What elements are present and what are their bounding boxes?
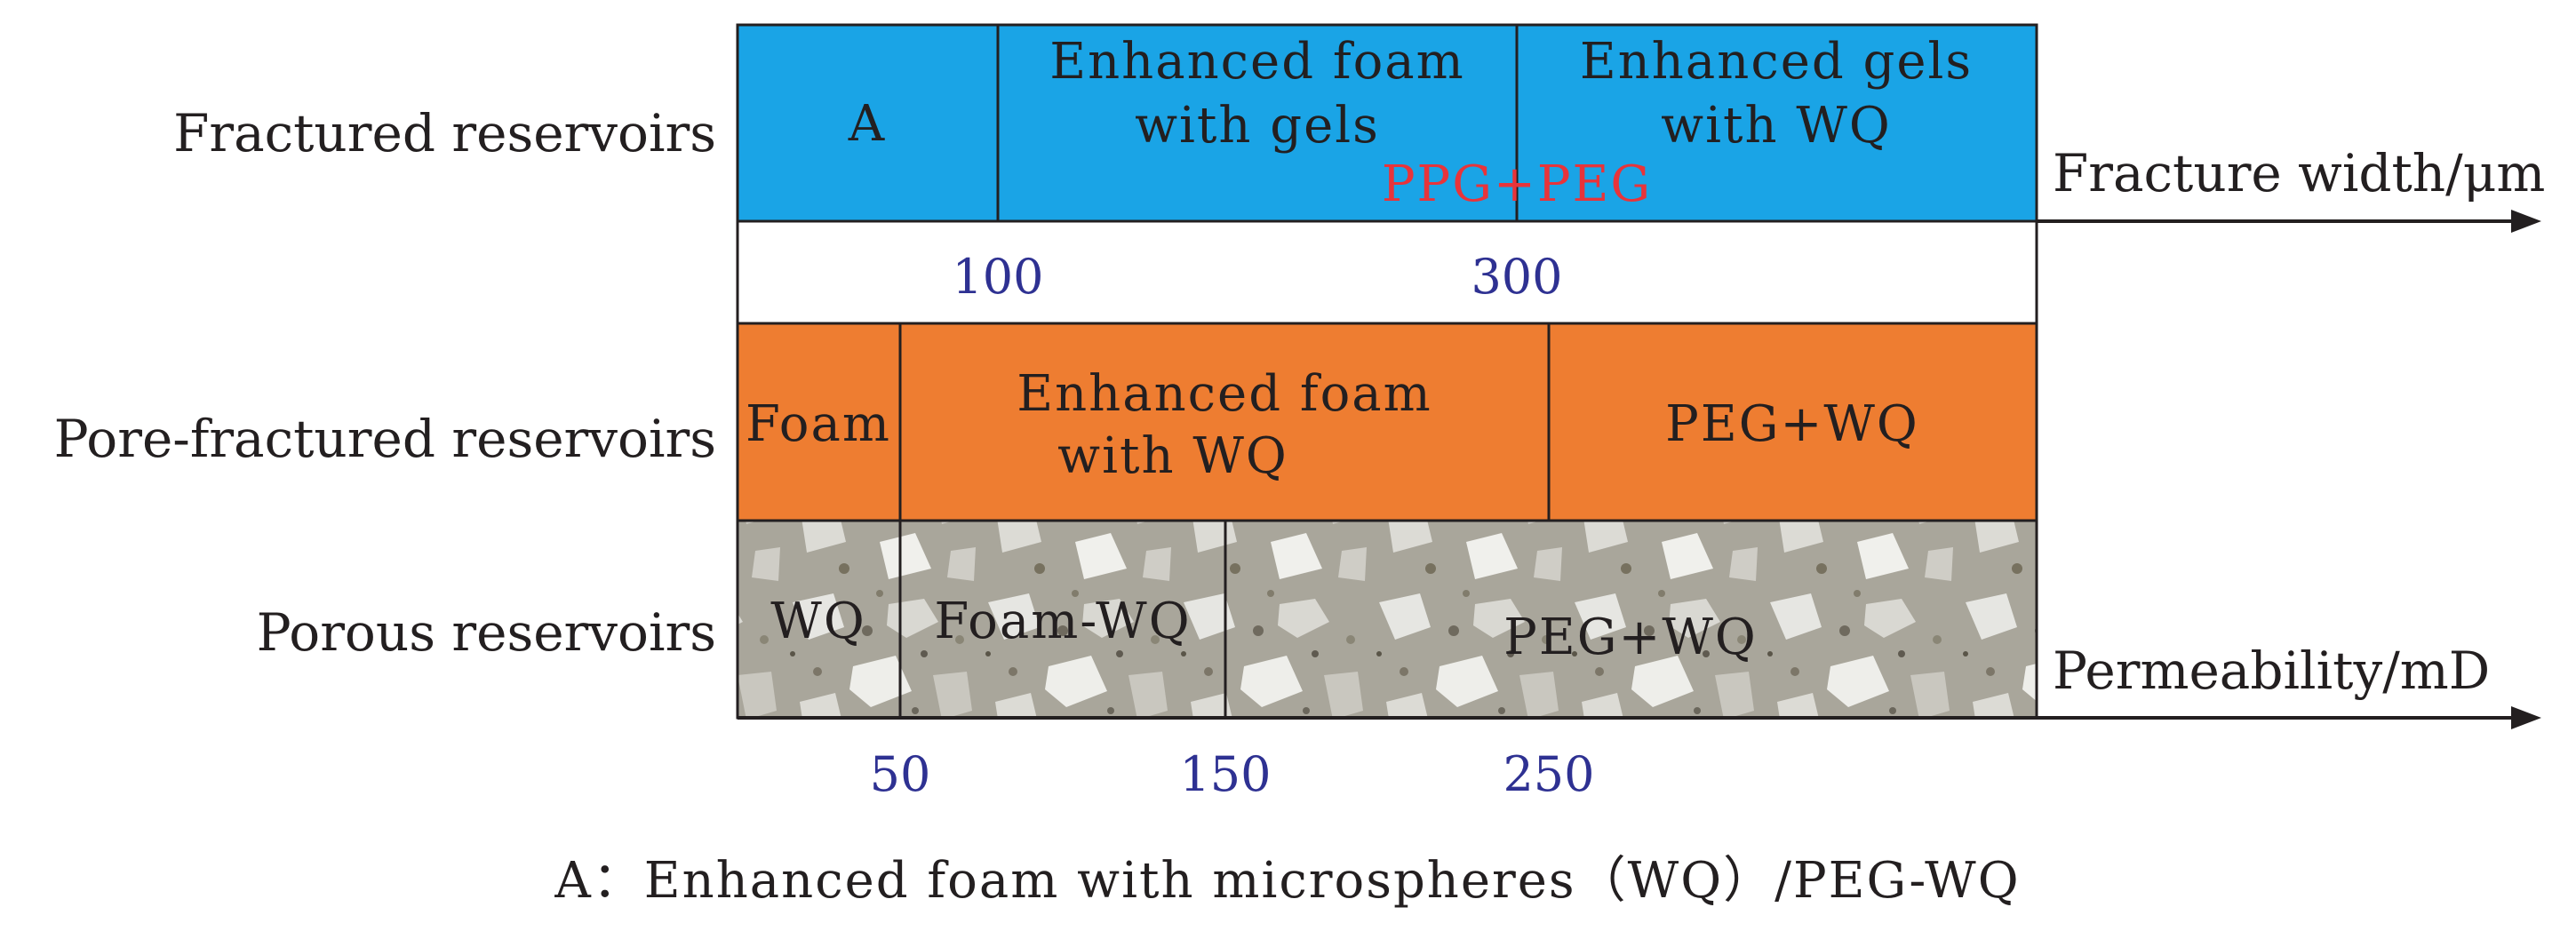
axis-arrow-icon: [2511, 706, 2541, 729]
fracture-axis-label: Fracture width/μm: [2053, 143, 2545, 203]
porous-cell-peg-wq-text: PEG+WQ: [1503, 609, 1758, 666]
porous-cell-foam-wq-text: Foam-WQ: [934, 593, 1191, 650]
fracture-width-axis: Fracture width/μm 100 300: [952, 143, 2545, 305]
fractured-cell-gels-wq: [1515, 23, 2038, 223]
pore-cell-foam-wq-line2: with WQ: [1057, 427, 1288, 485]
pore-fractured-row: Foam Enhanced foam with WQ PEG+WQ: [736, 322, 2038, 522]
row-label-pore-fractured: Pore-fractured reservoirs: [54, 409, 716, 469]
permeability-tick-250: 250: [1503, 746, 1594, 802]
pore-cell-foam-text: Foam: [746, 395, 891, 453]
porous-cell-wq-text: WQ: [770, 593, 865, 650]
fractured-cell-gels-wq-line1: Enhanced gels: [1580, 33, 1973, 91]
figure-caption: A：Enhanced foam with microspheres（WQ）/PE…: [554, 852, 2020, 910]
row-label-fractured: Fractured reservoirs: [173, 103, 716, 163]
axis-arrow-icon: [2511, 210, 2541, 233]
fractured-cell-a: [736, 23, 1000, 223]
fracture-tick-300: 300: [1471, 249, 1562, 305]
pore-cell-peg-wq: [1547, 322, 2038, 522]
permeability-axis-label: Permeability/mD: [2053, 641, 2490, 701]
pore-cell-peg-wq-text: PEG+WQ: [1665, 395, 1919, 453]
pore-cell-foam-wq-line1: Enhanced foam: [1017, 365, 1432, 423]
permeability-tick-50: 50: [870, 746, 931, 802]
porous-row: WQ Foam-WQ PEG+WQ: [736, 519, 2038, 720]
permeability-axis: Permeability/mD 50 150 250: [738, 641, 2541, 802]
fractured-cell-foam-gels-line1: Enhanced foam: [1049, 33, 1465, 91]
permeability-tick-150: 150: [1179, 746, 1271, 802]
fracture-scale-band: [736, 219, 2038, 325]
fracture-tick-100: 100: [952, 249, 1043, 305]
fractured-cell-foam-gels-line2: with gels: [1135, 97, 1380, 155]
fractured-cell-gels-wq-line2: with WQ: [1661, 97, 1892, 155]
fractured-cell-foam-gels: [996, 23, 1519, 223]
ppg-peg-overlay: PPG+PEG: [1382, 155, 1652, 213]
fractured-cell-a-text: A: [848, 95, 886, 153]
fractured-row: A Enhanced foam with gels Enhanced gels …: [736, 23, 2038, 223]
porous-cell-foam-wq: [898, 519, 1227, 720]
pore-cell-foam-wq: [898, 322, 1551, 522]
row-label-porous: Porous reservoirs: [257, 602, 716, 663]
pore-cell-foam: [736, 322, 902, 522]
